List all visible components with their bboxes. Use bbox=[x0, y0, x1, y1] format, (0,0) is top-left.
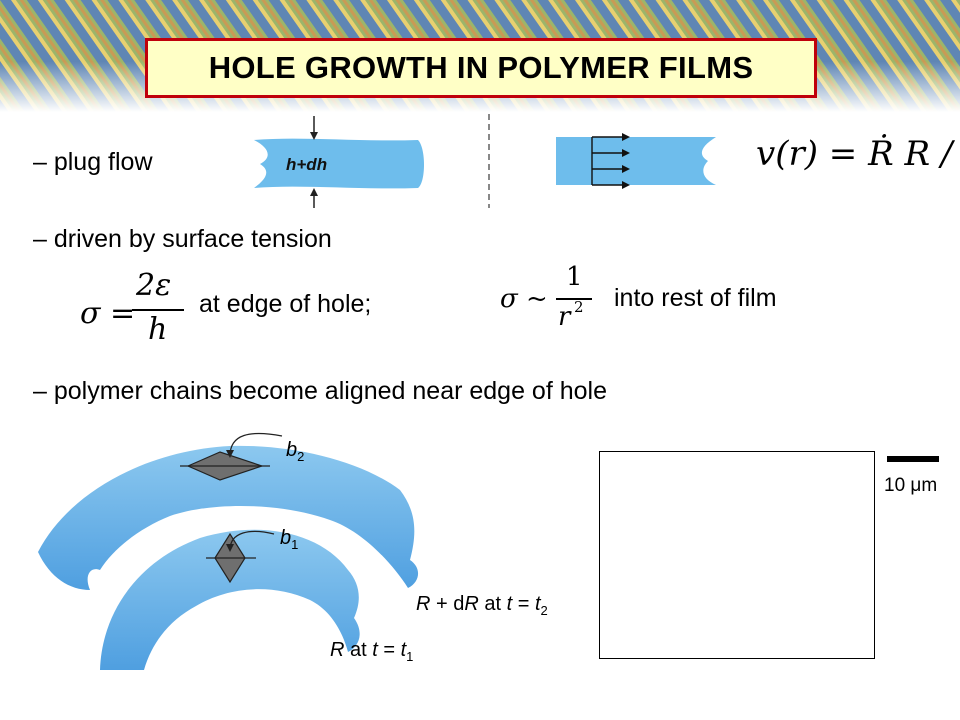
sigma-rest-denominator: r bbox=[558, 302, 571, 332]
inner-radius-label: R at t = t1 bbox=[330, 639, 413, 664]
sigma-rest-numerator: 1 bbox=[566, 262, 583, 292]
dashed-divider bbox=[488, 114, 490, 208]
page-title: HOLE GROWTH IN POLYMER FILMS bbox=[208, 50, 754, 85]
sigma-edge-lhs: σ = bbox=[80, 296, 136, 331]
b1-label: b1 bbox=[280, 527, 298, 552]
b2-label: b2 bbox=[286, 439, 304, 464]
film-thickness-figure: h+dh bbox=[254, 116, 424, 208]
edge-of-hole-caption: at edge of hole; bbox=[199, 290, 372, 318]
thickness-label: h+dh bbox=[286, 155, 327, 174]
inner-film-band bbox=[100, 529, 360, 670]
sigma-edge-denominator: h bbox=[148, 312, 168, 347]
image-placeholder-frame bbox=[599, 451, 875, 659]
title-box: HOLE GROWTH IN POLYMER FILMS bbox=[145, 38, 817, 98]
outer-radius-label: R + dR at t = t2 bbox=[416, 593, 548, 618]
scale-bar bbox=[887, 456, 939, 462]
sigma-rest-exponent: 2 bbox=[574, 298, 584, 316]
bullet-chains-aligned: – polymer chains become aligned near edg… bbox=[33, 377, 607, 405]
fraction-bar bbox=[132, 309, 184, 311]
bullet-surface-tension: – driven by surface tension bbox=[33, 225, 332, 253]
hole-rim-diagram: b2 b1 R + dR at t = t2 R at t = t1 bbox=[38, 432, 548, 670]
rest-of-film-caption: into rest of film bbox=[614, 284, 777, 312]
outer-film-band bbox=[38, 445, 419, 590]
sigma-rest-lhs: σ ~ bbox=[500, 284, 548, 314]
sigma-edge-numerator: 2ε bbox=[136, 268, 172, 303]
scale-bar-label: 10 μm bbox=[884, 475, 938, 496]
velocity-equation: v(r) = Ṙ R / r bbox=[756, 134, 960, 174]
fraction-bar bbox=[556, 298, 592, 300]
plug-flow-figure bbox=[556, 133, 716, 189]
bullet-plug-flow: – plug flow bbox=[33, 148, 153, 176]
